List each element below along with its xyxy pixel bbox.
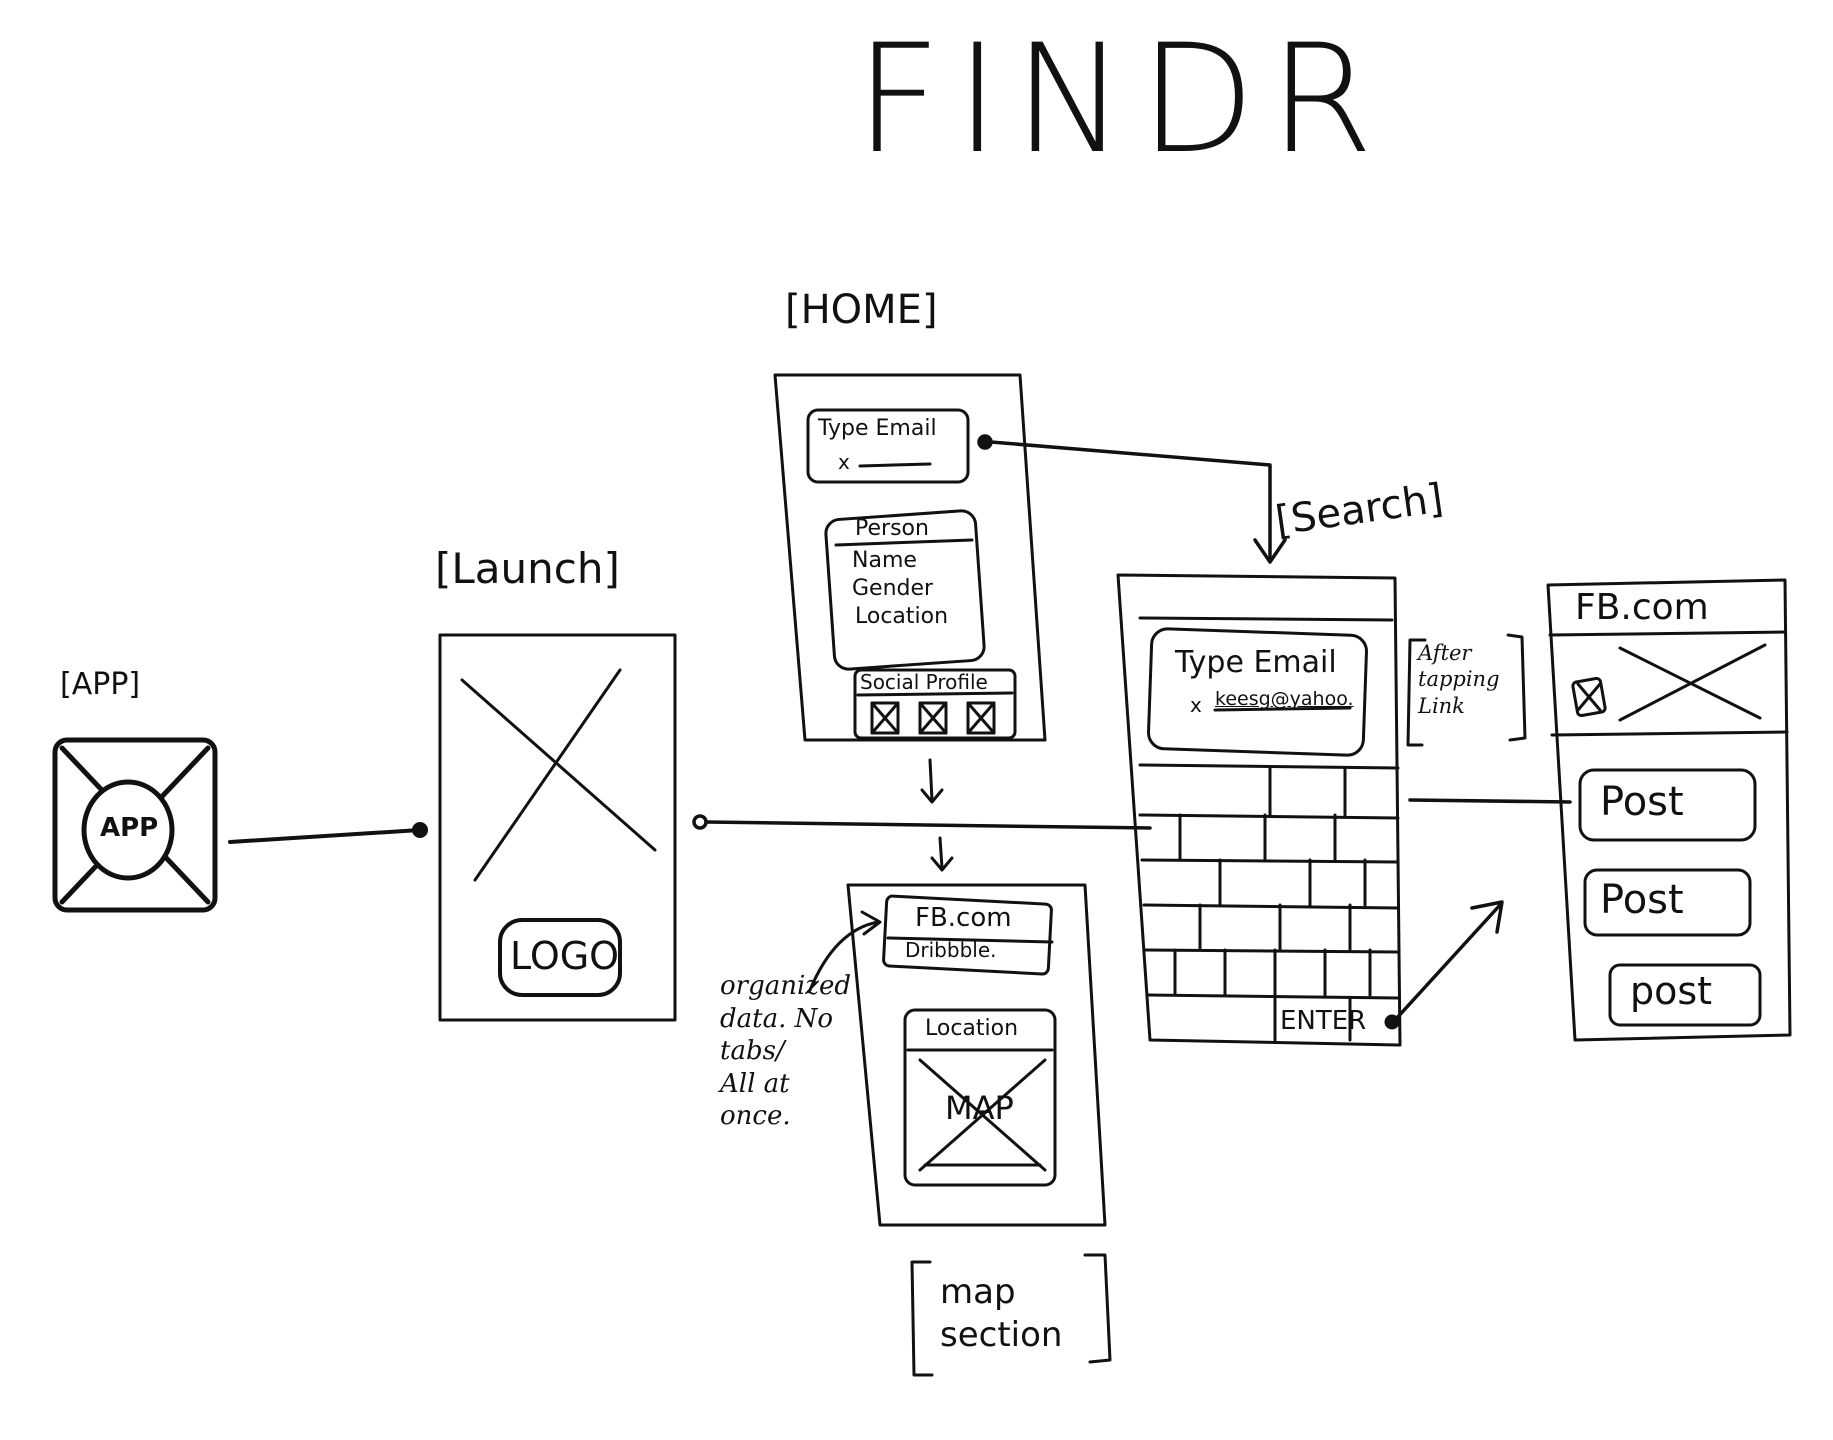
map-section-label-line1: map — [940, 1272, 1016, 1312]
home-person-field: Name — [852, 548, 917, 573]
organized-note: organized data. No tabs/ All at once. — [720, 971, 852, 1131]
map-text: MAP — [945, 1089, 1014, 1127]
connector-launch-search — [692, 798, 1572, 830]
home-label: [HOME] — [785, 287, 938, 333]
after-tapping-bracket — [1406, 633, 1527, 747]
map-section-bracket — [910, 1253, 1112, 1377]
search-email-label: Type Email — [1175, 645, 1337, 680]
map-location-header: Location — [925, 1016, 1019, 1041]
app-icon-text: APP — [100, 813, 159, 843]
connector-app-launch — [228, 822, 428, 844]
after-tapping-note: After tapping Link — [1418, 641, 1500, 718]
fb-post[interactable]: post — [1630, 969, 1713, 1013]
app-label: [APP] — [60, 667, 141, 702]
launch-logo: LOGO — [510, 934, 620, 978]
search-screen-frame — [1116, 573, 1402, 1047]
map-screen-frame — [846, 883, 1107, 1227]
home-social-header: Social Profile — [860, 670, 988, 694]
arrows-home-map — [920, 758, 954, 872]
app-icon — [52, 737, 218, 913]
map-link-fb[interactable]: FB.com — [915, 903, 1012, 933]
fb-header: FB.com — [1575, 587, 1709, 628]
page-title: FINDR — [855, 13, 1388, 187]
connector-search-fb — [1393, 900, 1504, 1022]
fb-post[interactable]: Post — [1600, 779, 1684, 825]
home-email-clear-icon: x — [838, 450, 850, 474]
search-email-clear-icon: x — [1190, 693, 1202, 717]
search-email-value[interactable]: keesg@yahoo. — [1215, 688, 1354, 710]
annotation-arrow-organized — [808, 910, 882, 992]
connector-home-search — [977, 434, 1287, 564]
fb-screen-frame — [1546, 578, 1792, 1042]
fb-post[interactable]: Post — [1600, 877, 1684, 923]
home-person-field: Location — [855, 604, 949, 629]
home-person-header: Person — [855, 516, 929, 541]
home-person-field: Gender — [852, 576, 934, 601]
map-link-dribbble[interactable]: Dribbble. — [905, 938, 997, 962]
home-screen-frame — [773, 373, 1047, 742]
search-enter-button[interactable]: ENTER — [1280, 1006, 1367, 1036]
home-email-label: Type Email — [818, 416, 937, 441]
launch-screen-frame — [438, 633, 677, 1022]
map-section-label-line2: section — [940, 1315, 1063, 1355]
launch-label: [Launch] — [435, 544, 620, 593]
